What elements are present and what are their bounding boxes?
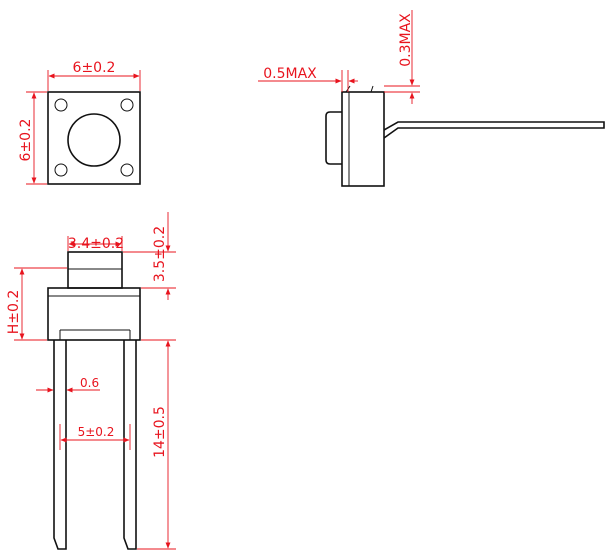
front-view-body xyxy=(47,287,141,341)
top-width-label: 6±0.2 xyxy=(73,60,116,76)
pin-spacing-label: 5±0.2 xyxy=(78,425,115,439)
front-view-button xyxy=(67,251,123,289)
corner-post xyxy=(54,98,68,112)
side-view-button xyxy=(325,111,342,165)
top-view-body xyxy=(47,91,141,185)
side-view-body xyxy=(341,91,385,187)
corner-post xyxy=(120,163,134,177)
button-height-label: 3.5±0.2 xyxy=(152,226,168,282)
left-pin xyxy=(53,340,67,550)
side-offset-label: 0.3MAX xyxy=(398,13,414,67)
front-view: 3.4±0.2 3.5±0.2 H±0.2 0.6 5±0.2 14±0.5 xyxy=(6,212,176,550)
side-gap-label: 0.5MAX xyxy=(263,66,317,82)
top-view: 6±0.2 6±0.2 xyxy=(18,60,141,185)
button-width-label: 3.4±0.2 xyxy=(68,236,124,252)
right-pin xyxy=(123,340,137,550)
body-height-label: H±0.2 xyxy=(6,290,22,335)
side-view: 0.5MAX 0.3MAX xyxy=(258,10,605,187)
pin-length-label: 14±0.5 xyxy=(152,406,168,458)
top-height-label: 6±0.2 xyxy=(18,119,34,162)
corner-post xyxy=(120,98,134,112)
top-view-button xyxy=(67,113,121,167)
pin-width-label: 0.6 xyxy=(80,376,99,390)
corner-post xyxy=(54,163,68,177)
side-view-lead xyxy=(383,121,605,139)
